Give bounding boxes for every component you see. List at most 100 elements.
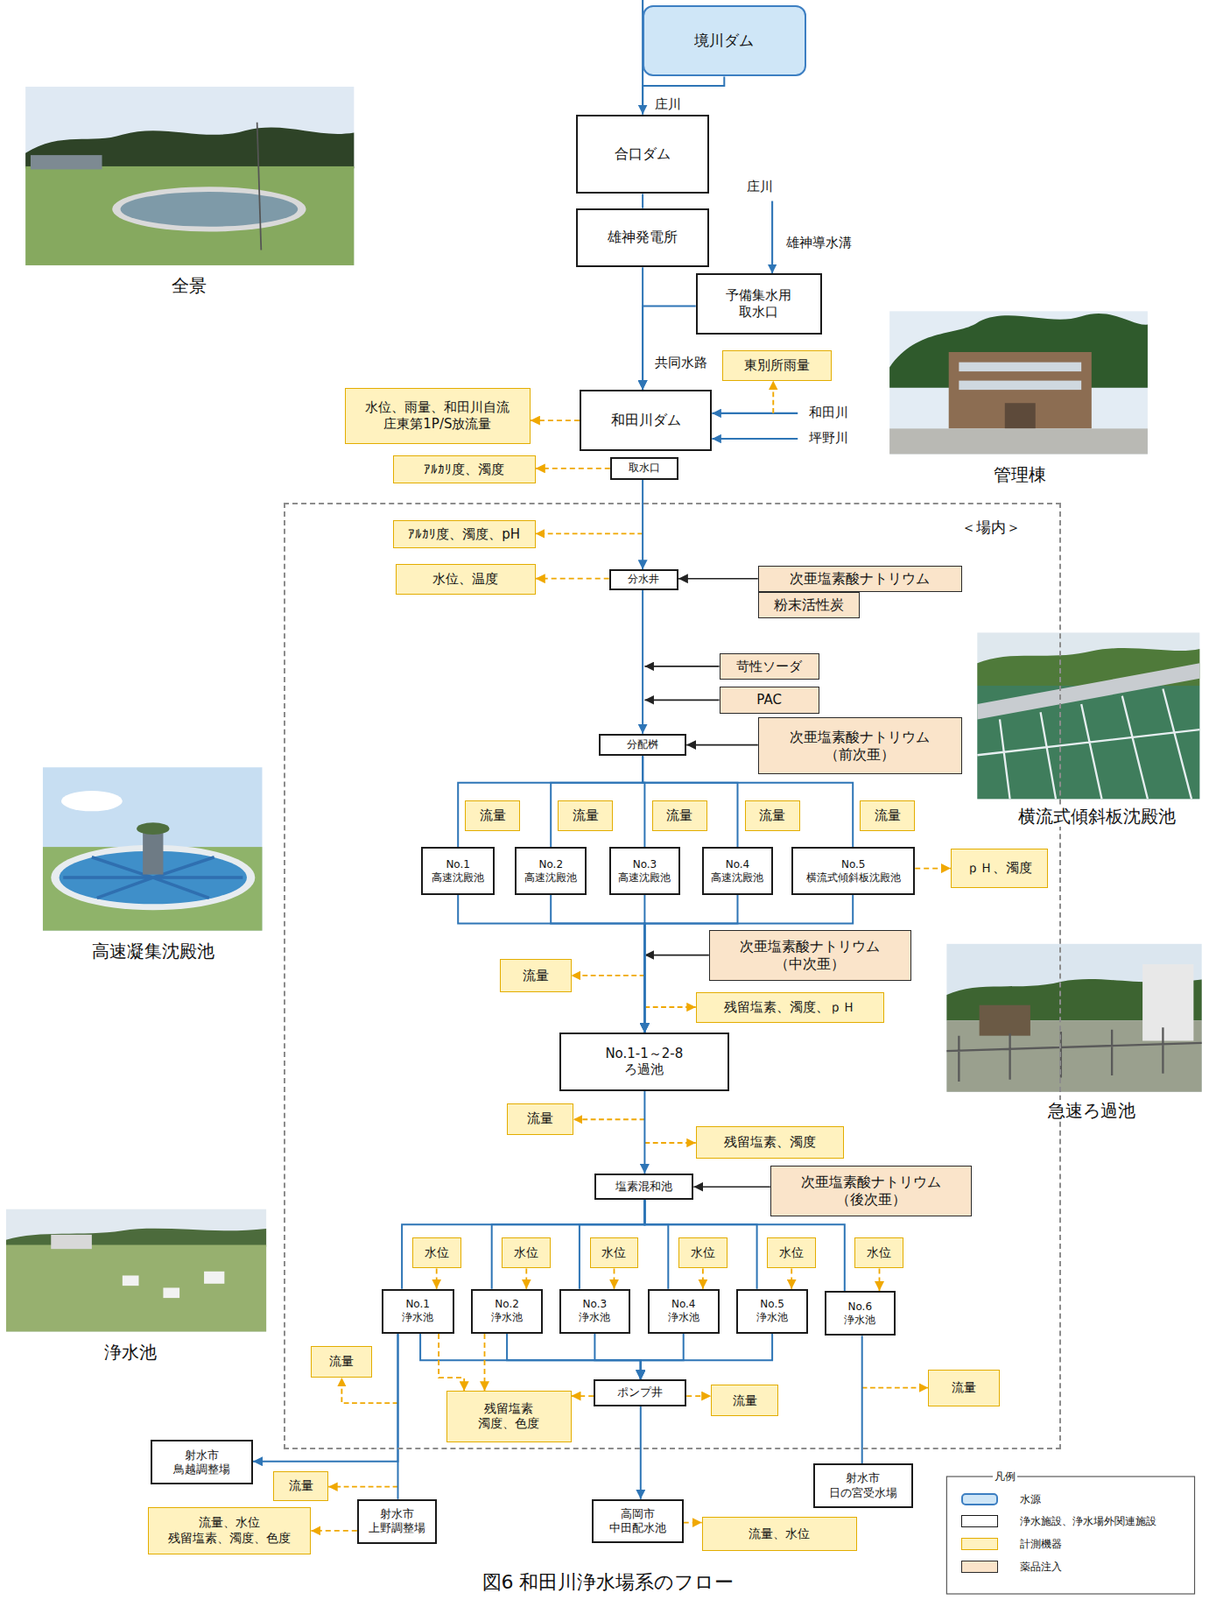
node-text: 分配桝: [626, 738, 659, 752]
meter-box: 水位: [412, 1237, 462, 1268]
node-text: 水位: [690, 1244, 716, 1261]
flow-line: [550, 755, 643, 847]
flow-line: [642, 76, 724, 114]
photo-cloud: [61, 790, 123, 811]
node-text: 粉末活性炭: [773, 596, 844, 614]
legend-text: 水源: [1019, 1492, 1041, 1505]
photo-tower-top: [136, 822, 169, 835]
meter-line: [438, 1333, 464, 1391]
photo-clear-water-reservoir: [6, 1208, 267, 1332]
flow-line: [457, 894, 645, 1033]
meter-line: [530, 419, 580, 422]
flow-line: [861, 1335, 864, 1463]
meter-box: 流量: [464, 800, 521, 831]
river-line: [711, 437, 798, 440]
meter-box: 水位: [678, 1237, 728, 1268]
river-line: [711, 412, 798, 415]
photo-trees: [6, 1228, 267, 1247]
meter-line: [484, 1333, 486, 1391]
legend-swatch: [961, 1560, 999, 1573]
meter-line: [914, 867, 951, 870]
chemical-box: 次亜塩素酸ナトリウム: [758, 565, 963, 592]
meter-box: 流量: [310, 1345, 373, 1378]
chemical-box: 次亜塩素酸ナトリウム （前次亜）: [758, 716, 963, 774]
meter-box: 水位: [854, 1237, 904, 1268]
meter-box: 流量、水位: [702, 1516, 858, 1552]
node-text: 次亜塩素酸ナトリウム: [789, 569, 930, 588]
chemical-box: 粉末活性炭: [758, 591, 861, 619]
figure-caption: 図6 和田川浄水場系のフロー: [480, 1570, 737, 1594]
meter-box: 水位: [501, 1237, 551, 1268]
meter-box: 水位: [590, 1237, 640, 1268]
node-text: 流量: [522, 967, 549, 985]
flow-line: [579, 1199, 646, 1288]
facility-box: 高岡市 中田配水池: [591, 1498, 684, 1543]
node-text: 水位、温度: [432, 570, 499, 588]
photo-pole: [257, 122, 262, 251]
photo-frames: [977, 688, 1200, 799]
meter-box: 流量: [927, 1369, 1000, 1406]
meter-line: [613, 1267, 616, 1288]
legend-frame: [946, 1476, 1195, 1594]
site-region: ＜場内＞ｱﾙｶﾘ度、濁度、pH水位、温度分水井次亜塩素酸ナトリウム粉末活性炭苛性…: [283, 502, 1062, 1448]
photo-ground: [889, 428, 1148, 454]
photo-sky: [946, 943, 1202, 1092]
region-label: ＜場内＞: [961, 518, 1021, 537]
meter-leader: [328, 1485, 398, 1488]
facility-box: No.3 浄水池: [559, 1288, 632, 1334]
node-text: 次亜塩素酸ナトリウム （後次亜）: [800, 1173, 943, 1209]
facility-box: 取水口: [610, 456, 679, 480]
photo-grass: [6, 1244, 267, 1332]
flow-line: [642, 306, 696, 391]
node-text: 射水市 鳥越調整場: [172, 1447, 232, 1477]
photo-inclined-plate-basin: [977, 632, 1200, 799]
node-text: 残留塩素 濁度、色度: [477, 1400, 542, 1432]
node-text: 和田川ダム: [611, 411, 682, 429]
photo-windows: [958, 362, 1082, 372]
photo-fence: [946, 1026, 1202, 1082]
flow-line: [457, 755, 643, 847]
meter-line: [571, 1394, 595, 1397]
river-name: 坪野川: [807, 429, 851, 446]
photo-sky: [42, 766, 263, 930]
facility-box: No.2 浄水池: [470, 1288, 543, 1334]
photo-sky: [25, 86, 354, 266]
meter-box: 流量: [499, 958, 572, 992]
legend-text: 計測機器: [1019, 1537, 1062, 1550]
meter-leader: [341, 1377, 398, 1403]
facility-box: 和田川ダム: [579, 389, 712, 451]
meter-box: 水位、温度: [395, 563, 536, 595]
facility-box: ポンプ井: [593, 1378, 687, 1406]
node-text: No.4 高速沈殿池: [709, 857, 766, 885]
node-text: 水位: [513, 1244, 539, 1261]
node-text: 流量: [572, 807, 599, 824]
photo-caption: 高速凝集沈殿池: [90, 940, 217, 962]
facility-box: 射水市 上野調整場: [357, 1498, 437, 1544]
node-text: 水位: [424, 1244, 450, 1261]
photo-sky: [6, 1208, 267, 1332]
flow-line: [640, 1333, 684, 1379]
flow-line: [594, 1333, 640, 1379]
facility-box: No.4 浄水池: [647, 1288, 720, 1334]
flow-line: [641, 590, 644, 734]
facility-box: No.6 浄水池: [824, 1290, 897, 1336]
flow-line: [641, 193, 644, 208]
node-text: 水位: [601, 1244, 626, 1261]
flow-line: [420, 1333, 641, 1379]
facility-box: No.5 横流式傾斜板沈殿池: [791, 846, 915, 895]
photo-caption: 横流式傾斜板沈殿池: [1016, 805, 1178, 827]
facility-box: No.4 高速沈殿池: [702, 846, 774, 895]
river-name: 雄神導水溝: [784, 234, 854, 251]
flow-line: [253, 1333, 399, 1462]
facility-box: 雄神発電所: [576, 208, 709, 268]
node-text: 流量: [951, 1379, 977, 1396]
meter-line: [310, 1529, 357, 1532]
photo-overview: [25, 86, 354, 266]
meter-line: [535, 577, 610, 580]
water-source: 境川ダム: [642, 5, 806, 78]
photo-windows: [958, 380, 1082, 390]
facility-box: 予備集水用 取水口: [695, 273, 823, 335]
meter-box: ｐＨ、濁度: [950, 848, 1048, 887]
node-text: ｐＨ、濁度: [966, 859, 1033, 877]
chemical-box: 次亜塩素酸ナトリウム （中次亜）: [709, 929, 912, 981]
